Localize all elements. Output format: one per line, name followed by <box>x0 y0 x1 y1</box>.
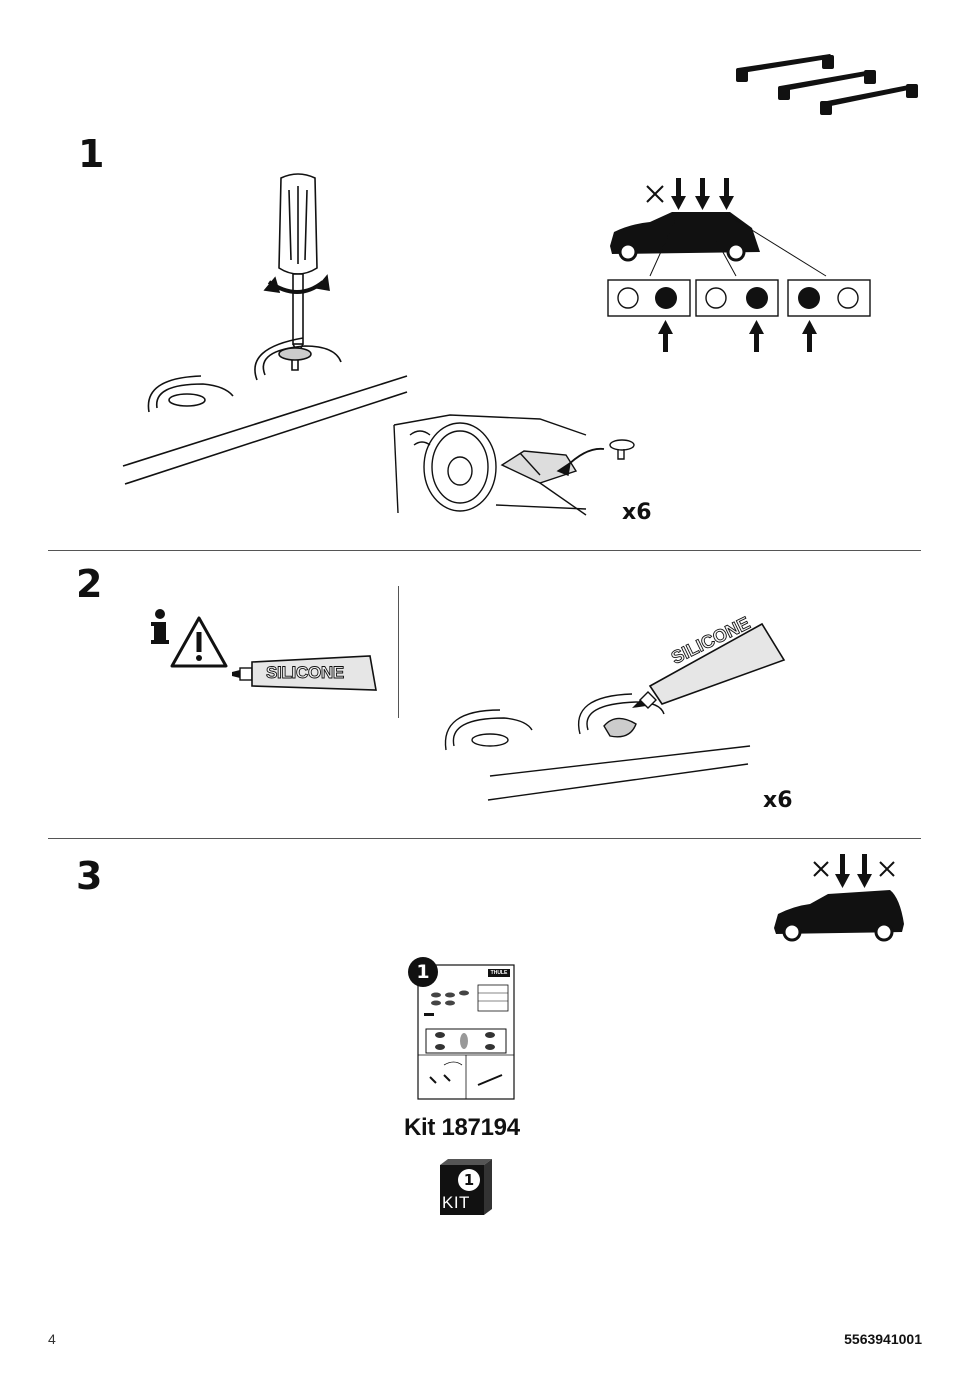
page-number: 4 <box>48 1331 56 1347</box>
kit-box-number: 1 <box>458 1169 480 1191</box>
step-1-number: 1 <box>78 132 105 176</box>
kit-thumbnail-brand-label: THULE <box>490 970 508 976</box>
document-code: 5563941001 <box>844 1331 922 1347</box>
info-icon <box>151 609 169 644</box>
step-3-number: 3 <box>76 854 103 898</box>
silicone-application-illustration <box>444 693 751 801</box>
excluded-position-cross-icon <box>646 185 664 203</box>
silicone-tube-applicator-icon: SILICONE <box>628 612 803 712</box>
kit-instruction-thumbnail: 1 THULE <box>404 955 516 1103</box>
roof-bars-icon <box>736 54 918 115</box>
kit-box-icon: 1 KIT <box>438 1157 498 1219</box>
step-2-vertical-divider <box>398 586 399 718</box>
car-roof-position-icon <box>774 854 904 942</box>
section-divider-1 <box>48 550 921 551</box>
step-1-quantity: x6 <box>622 500 652 525</box>
warning-triangle-icon <box>170 616 228 668</box>
fixing-position-diagram <box>607 178 871 352</box>
section-divider-2 <box>48 838 921 839</box>
glovebox-illustration <box>393 414 635 516</box>
kit-thumbnail-step-badge: 1 <box>408 957 438 987</box>
kit-number-label: Kit 187194 <box>404 1114 520 1141</box>
screwdriver-illustration <box>122 173 408 485</box>
step-2-quantity: x6 <box>763 788 793 813</box>
step-2-number: 2 <box>76 562 103 606</box>
car-silhouette-icon <box>610 212 760 254</box>
silicone-tube-icon: SILICONE <box>230 652 380 694</box>
silicone-tube-label: SILICONE <box>266 663 345 683</box>
kit-box-text: KIT <box>442 1193 470 1212</box>
